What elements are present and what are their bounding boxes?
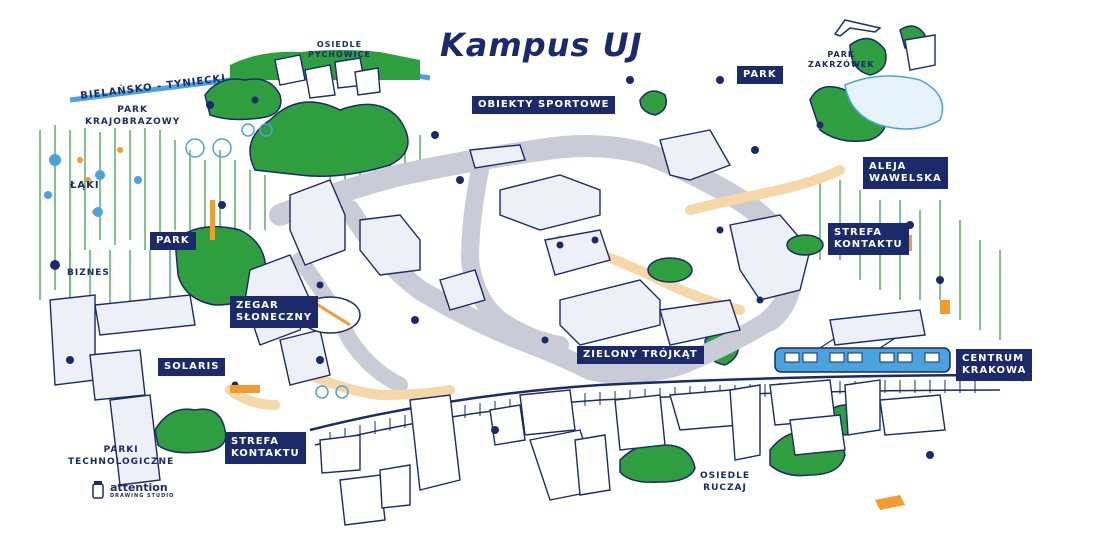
- tag-line: WAWELSKA: [869, 173, 942, 184]
- tag-line: CENTRUM: [962, 353, 1025, 364]
- tag-aleja-wawelska[interactable]: ALEJA WAWELSKA: [863, 157, 948, 189]
- studio-text: attention DRAWING STUDIO: [110, 482, 174, 499]
- label-line: OSIEDLE: [316, 40, 363, 49]
- label-line: ZAKRZÓWEK: [808, 60, 875, 69]
- label-line: OSIEDLE: [700, 471, 750, 481]
- tag-strefa-kontaktu-bottom[interactable]: STREFA KONTAKTU: [225, 432, 306, 464]
- tag-centrum-krakowa[interactable]: CENTRUM KRAKOWA: [956, 349, 1033, 381]
- tag-line: KONTAKTU: [231, 448, 300, 459]
- city-blocks: [274, 34, 946, 526]
- label-park-krajobrazowy: PARK KRAJOBRAZOWY: [85, 104, 180, 128]
- tag-line: SŁONECZNY: [236, 312, 313, 323]
- plane-icon: [833, 19, 882, 37]
- tag-line: ZEGAR: [236, 300, 279, 311]
- green-areas: [154, 25, 926, 484]
- studio-name: attention: [110, 481, 168, 494]
- tag-line: KONTAKTU: [834, 239, 903, 250]
- label-line: PARKI: [103, 445, 139, 455]
- tag-line: ALEJA: [869, 161, 907, 172]
- tag-park-left[interactable]: PARK: [150, 232, 196, 250]
- tram: [774, 334, 951, 373]
- main-road-line-2: [314, 389, 1001, 446]
- tag-solaris[interactable]: SOLARIS: [158, 358, 226, 376]
- label-osiedle-pychowice: OSIEDLE PYCHOWICE: [308, 40, 371, 60]
- studio-sub: DRAWING STUDIO: [110, 493, 175, 499]
- label-line: KRAJOBRAZOWY: [85, 117, 181, 127]
- label-park-zakrzowek: PARK ZAKRZÓWEK: [808, 50, 874, 70]
- label-biznes: BIZNES: [67, 268, 110, 278]
- bikes: [185, 123, 349, 399]
- studio-credit: attention DRAWING STUDIO: [90, 482, 174, 499]
- tag-zielony-trojkat[interactable]: ZIELONY TRÓJKĄT: [577, 346, 704, 364]
- label-line: RUCZAJ: [703, 483, 747, 493]
- tag-strefa-kontaktu-right[interactable]: STREFA KONTAKTU: [828, 223, 909, 255]
- tag-line: KRAKOWA: [962, 365, 1027, 376]
- label-line: PARK: [117, 105, 148, 115]
- label-line: TECHNOLOGICZNE: [68, 457, 175, 467]
- tag-line: STREFA: [834, 227, 882, 238]
- label-parki-technologiczne: PARKI TECHNOLOGICZNE: [68, 444, 174, 468]
- label-line: PYCHOWICE: [308, 50, 371, 59]
- tag-zegar-sloneczny[interactable]: ZEGAR SŁONECZNY: [230, 296, 319, 328]
- map-title: Kampus UJ: [440, 26, 643, 64]
- tag-park-top[interactable]: PARK: [737, 66, 783, 84]
- blue-flowers: [44, 154, 142, 217]
- orange-accents: [77, 147, 950, 510]
- label-osiedle-ruczaj: OSIEDLE RUCZAJ: [700, 470, 750, 494]
- studio-logo-icon: [92, 481, 104, 499]
- playground-oval: [647, 234, 824, 283]
- main-road-line: [309, 373, 1021, 432]
- tag-obiekty-sportowe[interactable]: OBIEKTY SPORTOWE: [472, 96, 616, 114]
- tag-line: STREFA: [231, 436, 279, 447]
- lake: [844, 75, 944, 130]
- label-laki: ŁĄKI: [70, 180, 100, 191]
- label-line: PARK: [827, 50, 856, 59]
